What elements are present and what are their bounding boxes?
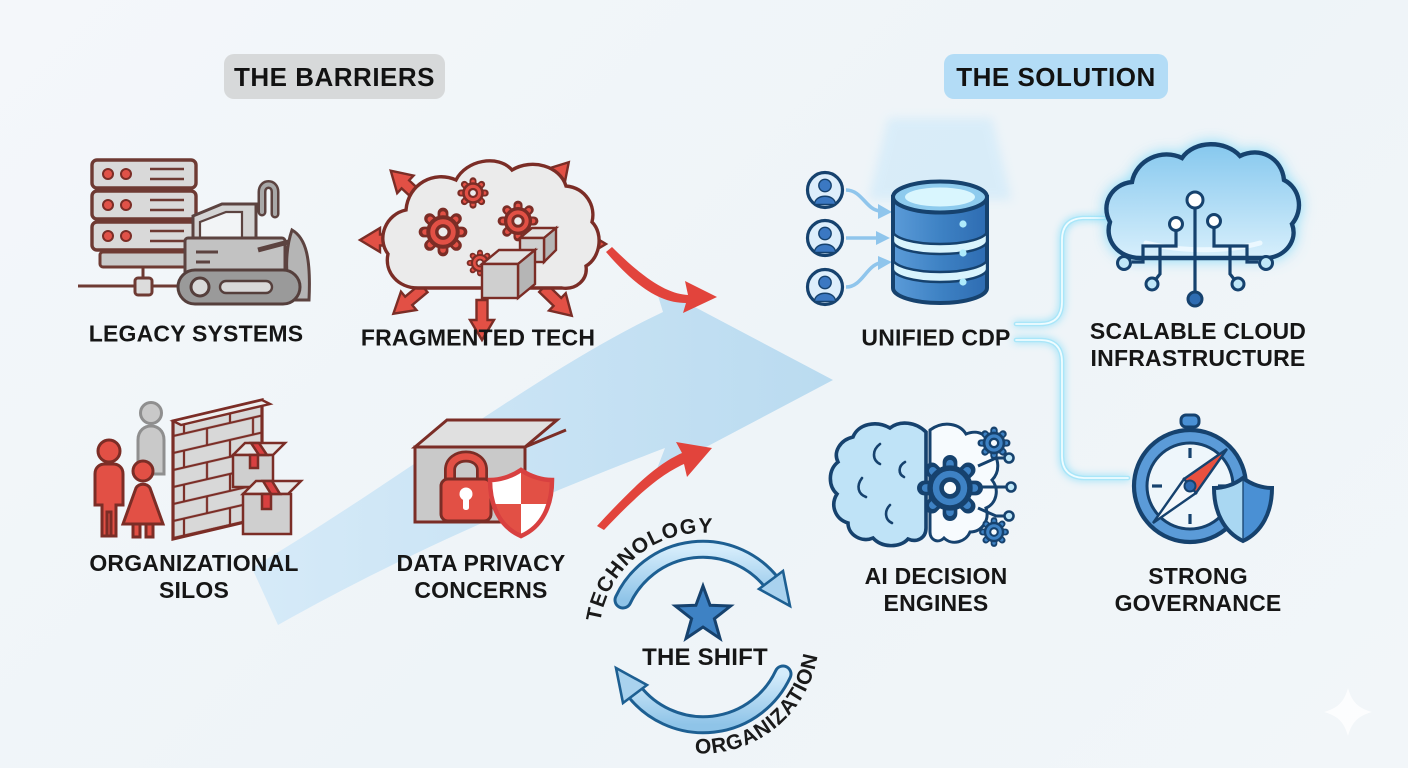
server-rack-bulldozer-icon xyxy=(78,158,311,306)
cloud-gears-scatter-arrows-icon xyxy=(358,153,608,342)
scalable-cloud-label: SCALABLE CLOUD INFRASTRUCTURE xyxy=(1089,318,1307,371)
cloud-circuit-nodes-icon xyxy=(1104,142,1302,308)
bulldozer xyxy=(176,180,311,306)
circular-cycle-arrows-star-icon: TECHNOLOGY ORGANIZATION xyxy=(582,514,821,758)
data-privacy-concerns-label: DATA PRIVACY CONCERNS xyxy=(396,550,566,603)
unified-cdp-label: UNIFIED CDP xyxy=(861,324,1011,351)
half-brain-half-gear-icon xyxy=(828,421,1017,548)
cdp-branch-connector xyxy=(1013,215,1131,481)
sparkle-icon xyxy=(1324,688,1372,736)
legacy-systems-label: LEGACY SYSTEMS xyxy=(88,320,304,347)
cubes xyxy=(478,225,560,301)
governance-shield xyxy=(1211,475,1275,544)
circuit-nodes xyxy=(1116,190,1274,308)
people-brick-wall-boxes-icon xyxy=(93,397,305,542)
user-avatar-icon xyxy=(805,218,845,258)
circuit-lines xyxy=(1132,208,1258,291)
server-rack xyxy=(90,158,198,252)
strong-governance-label: STRONG GOVERNANCE xyxy=(1114,563,1282,616)
brain-half xyxy=(828,421,928,548)
star-icon xyxy=(671,581,735,643)
barriers-to-solution-arrow xyxy=(252,286,833,625)
inflow-arrows xyxy=(845,188,881,289)
fragmented-tech-label: FRAGMENTED TECH xyxy=(360,324,596,351)
user-avatar-icon xyxy=(805,267,845,307)
compass-shield-icon xyxy=(1131,413,1275,545)
silo-boxes xyxy=(229,441,305,536)
red-woman xyxy=(120,459,166,539)
organizational-silos-label: ORGANIZATIONAL SILOS xyxy=(89,550,299,603)
red-man xyxy=(93,438,125,538)
ai-decision-engines-label: AI DECISION ENGINES xyxy=(864,563,1008,616)
padlock xyxy=(439,450,493,523)
red-swoosh-arrow-top xyxy=(606,247,717,313)
database-icon xyxy=(891,179,989,305)
locked-box-checkered-shield-icon xyxy=(410,418,567,539)
checkered-shield xyxy=(487,467,555,539)
user-avatar-icon xyxy=(805,170,845,210)
solution-header: THE SOLUTION xyxy=(944,54,1168,99)
barriers-header: THE BARRIERS xyxy=(224,54,445,99)
users-into-database-icon xyxy=(805,118,1012,307)
the-shift-label: THE SHIFT xyxy=(642,644,768,671)
red-swoosh-arrow-bottom xyxy=(597,442,712,530)
